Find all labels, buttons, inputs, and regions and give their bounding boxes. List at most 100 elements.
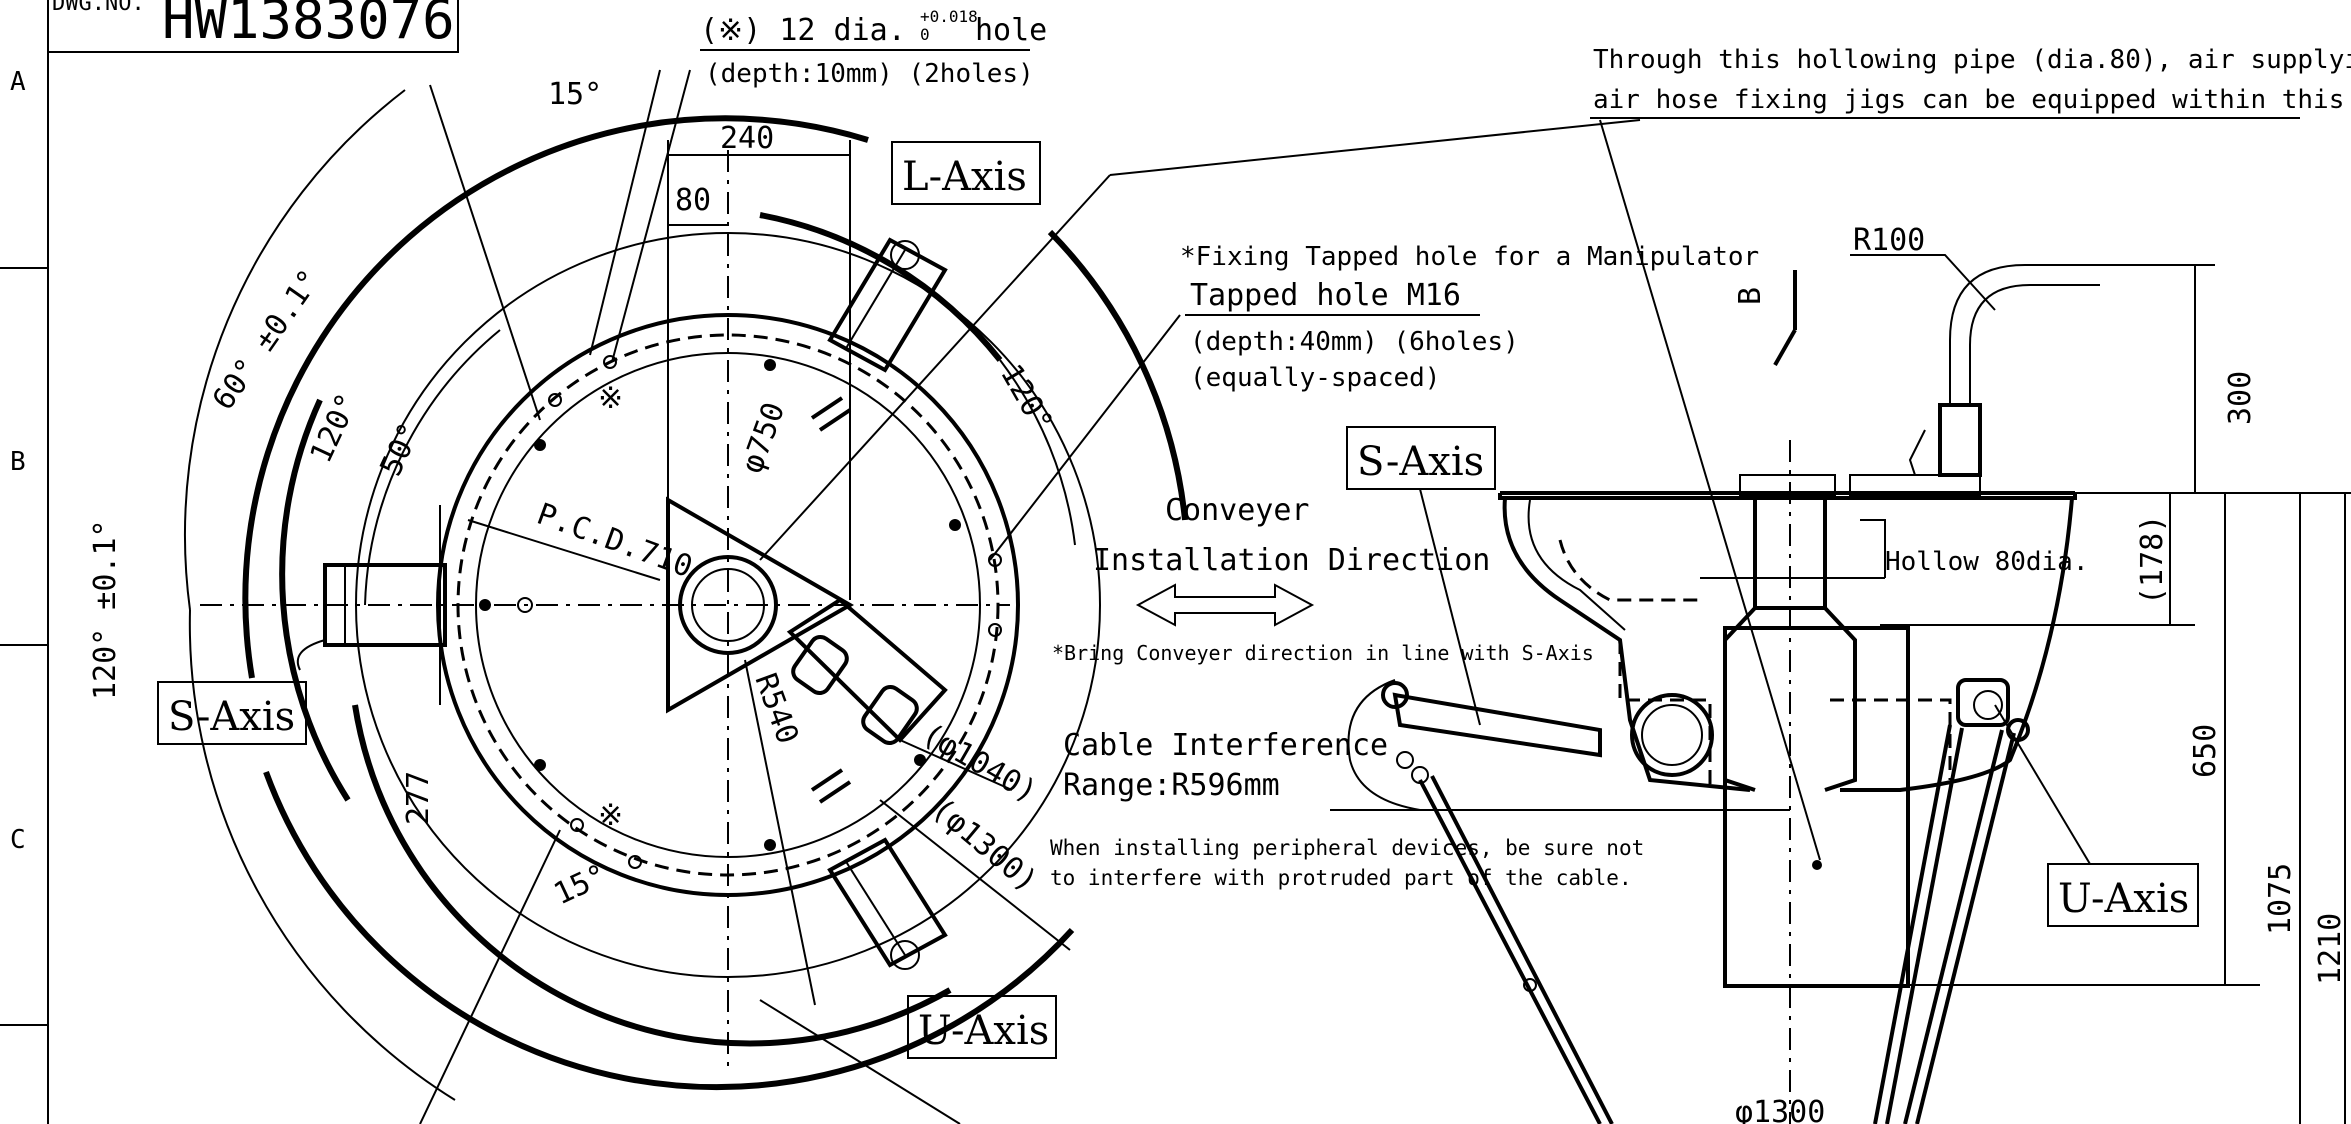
frame-row-a: A	[10, 67, 26, 97]
u-axis-leader	[759, 999, 961, 1124]
hollow-pipe-upper	[1753, 496, 1827, 610]
dwg-no-label: DWG.NO.	[52, 0, 145, 16]
cable-range-arc-right	[1047, 229, 1188, 521]
s-axis-arm-left	[296, 563, 447, 671]
dia-750-label: φ750	[735, 398, 793, 478]
dim-300-label: 300	[2223, 371, 2258, 425]
cable-loop	[1347, 679, 1421, 811]
dim-1210-label: 1210	[2313, 913, 2348, 985]
mounting-triangle	[666, 496, 855, 714]
hole-leader-2	[611, 69, 691, 363]
dim-80-label: 80	[675, 183, 711, 218]
s-axis-right-label: S-Axis	[1357, 439, 1484, 485]
dwg-number: HW1383076	[162, 0, 455, 51]
angle-50-arc	[364, 329, 501, 606]
s-axis-right-leader	[1419, 488, 1481, 726]
section-b-arrow	[1773, 329, 1797, 366]
angle-60-arc	[183, 89, 406, 611]
angle-60-label: 60° ±0.1°	[206, 263, 328, 416]
tapped-leader	[989, 314, 1181, 561]
u-axis-bottom-label-box: U-Axis	[907, 995, 1057, 1059]
conveyer-note: *Bring Conveyer direction in line with S…	[1052, 641, 1594, 665]
tapped-depth: (depth:40mm) (6holes)	[1190, 327, 1519, 357]
conveyer-direction-arrow	[1135, 583, 1315, 627]
notes: *Fixing Tapped hole for a Manipulator Ta…	[1050, 45, 2351, 890]
parallel-rod-left-1	[1418, 779, 1602, 1124]
pcd-label: P.C.D.710	[532, 497, 697, 585]
inner-circle	[475, 352, 981, 858]
side-view: B Hollow 80dia. 300 (178) 650 1075 1210 …	[1347, 119, 2351, 1124]
hose-bracket	[1908, 429, 1926, 476]
s-axis-elbow-joint	[1381, 681, 1409, 709]
internal-dashed-right	[1830, 698, 1952, 780]
dia-1040-label: (φ1040)	[916, 717, 1043, 811]
cable-range-arc-upper	[242, 115, 869, 679]
pipe-note-line2: air hose fixing jigs can be equipped wit…	[1593, 85, 2351, 115]
pipe-leader-top	[759, 174, 1111, 561]
pcd-circle	[456, 333, 1000, 877]
tapped-spacing: (equally-spaced)	[1190, 363, 1440, 393]
frame-row-c: C	[10, 825, 26, 855]
pcd-leader	[467, 519, 661, 581]
mark-bottom: ※	[598, 798, 623, 833]
s-axis-left-label-box: S-Axis	[157, 681, 307, 745]
s-axis-right-label-box: S-Axis	[1346, 426, 1496, 490]
pipe-leader-angled	[1109, 119, 1641, 176]
connector-1	[791, 634, 849, 696]
u-axis-right-label-box: U-Axis	[2047, 863, 2199, 927]
r100-leader	[1850, 254, 1996, 311]
drawing-frame: A B C	[0, 0, 49, 1124]
l-axis-label: L-Axis	[902, 154, 1027, 200]
conveyer-line1: Conveyer	[1165, 493, 1310, 528]
slot-top	[810, 396, 852, 432]
angle-120-right-label: 120°	[993, 359, 1059, 439]
section-b-label: B	[1733, 287, 1768, 305]
dim-277-label: 277	[401, 771, 436, 825]
dia-1040-leader	[899, 739, 1013, 791]
hollow-bore-outer	[678, 555, 778, 655]
cable-range-arc-lower	[263, 770, 1075, 1091]
inner-cable-arc-left	[279, 398, 351, 802]
r100-label: R100	[1853, 223, 1925, 258]
hole-tol-lower: 0	[920, 25, 930, 44]
mark-top: ※	[598, 381, 623, 416]
dim-178-label: (178)	[2135, 515, 2170, 605]
u-axis-right-label: U-Axis	[2058, 876, 2189, 922]
hole-note-depth: (depth:10mm) (2holes)	[705, 59, 1034, 89]
angle-120-left-label: 120°	[304, 388, 366, 468]
hollow-column	[1723, 626, 1910, 988]
cable-line2: Range:R596mm	[1063, 768, 1280, 803]
tapped-hole-label: Tapped hole M16	[1190, 278, 1461, 313]
angle-ext-line-2	[419, 829, 561, 1124]
title-block: DWG.NO. HW1383076	[48, 0, 459, 53]
u-axis-right-leader	[1994, 704, 2091, 865]
angle-ext-line-1	[429, 84, 541, 421]
s-axis-left-label: S-Axis	[168, 694, 295, 740]
angle-120-vertical-arc	[188, 609, 456, 1101]
motor-circle-outer	[1630, 693, 1714, 777]
outer-dimension-circle	[355, 232, 1101, 978]
internal-dashed-top	[1558, 539, 1700, 602]
conveyer-line2: Installation Direction	[1093, 543, 1490, 578]
hose-fitting	[1938, 403, 1982, 477]
body-inner-left	[1527, 499, 1626, 631]
inner-cable-arc-bottom	[352, 704, 952, 1047]
inner-cable-arc-top	[759, 212, 1003, 362]
peripheral-line1: When installing peripheral devices, be s…	[1050, 836, 1644, 860]
dim-240-label: 240	[720, 121, 774, 156]
body-outline-right	[1840, 497, 2074, 792]
pipe-range-leader	[1599, 119, 1821, 861]
base-plate-circle	[436, 313, 1020, 897]
hole-leader-1	[589, 69, 661, 356]
fixing-title: *Fixing Tapped hole for a Manipulator	[1180, 242, 1759, 272]
internal-dashed-left	[1618, 640, 1712, 790]
dia-1300-leader	[879, 799, 1071, 951]
connector-2	[861, 684, 919, 746]
hole-tol-upper: +0.018	[920, 7, 978, 26]
dim-650-label: 650	[2188, 724, 2223, 778]
hollow-label: Hollow 80dia.	[1885, 547, 2089, 577]
top-flange	[1739, 474, 1836, 496]
peripheral-line2: to interfere with protruded part of the …	[1050, 866, 1632, 890]
r100-hose-outer	[1949, 264, 2100, 405]
u-axis-arm-bottom	[827, 837, 948, 970]
